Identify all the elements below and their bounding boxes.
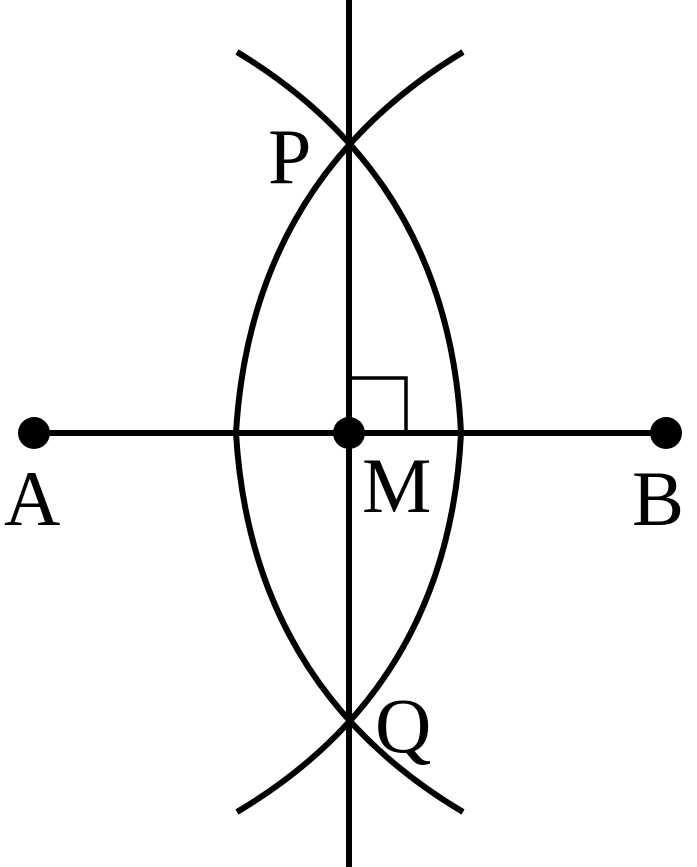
label-b: B — [632, 455, 684, 542]
point-a — [18, 417, 50, 449]
point-b — [650, 417, 682, 449]
label-a: A — [4, 455, 60, 542]
arc-centered-at-b — [232, 49, 465, 815]
label-p: P — [268, 113, 311, 200]
label-m: M — [362, 442, 431, 529]
right-angle-marker — [352, 376, 408, 431]
point-m — [333, 417, 365, 449]
label-q: Q — [375, 682, 431, 769]
